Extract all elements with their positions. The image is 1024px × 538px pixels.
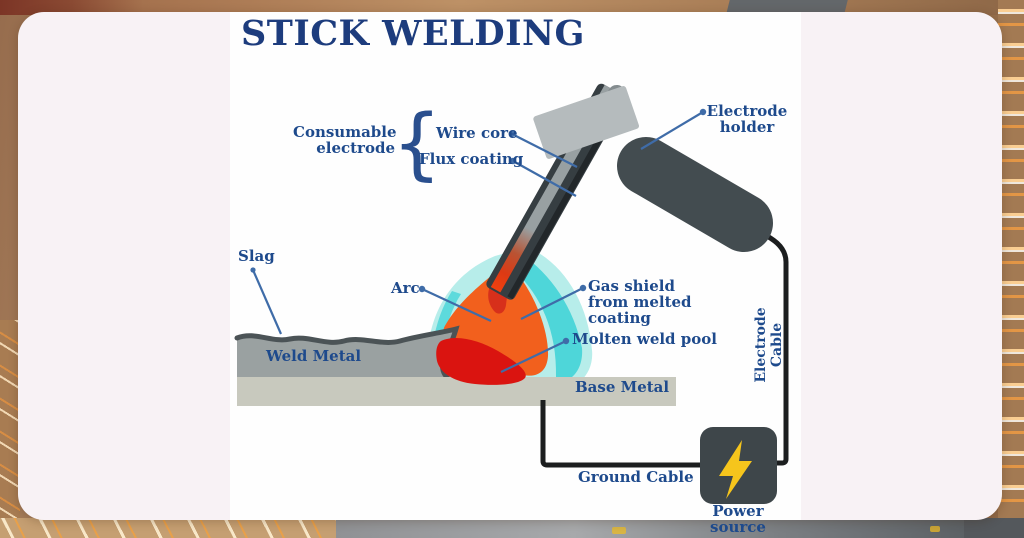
sparks-right — [998, 0, 1024, 538]
background-bottom-right — [964, 518, 1024, 538]
diagram-title: STICK WELDING — [241, 13, 585, 54]
label-slag: Slag — [238, 247, 275, 265]
label-gas-shield: Gas shield from melted coating — [588, 277, 692, 327]
label-flux-coating: Flux coating — [419, 150, 524, 168]
sparks-left — [0, 320, 20, 520]
label-power-source: Power source — [710, 502, 766, 536]
label-molten-weld-pool: Molten weld pool — [572, 330, 717, 348]
brace-glyph: { — [392, 99, 442, 189]
background-detail — [612, 527, 626, 534]
label-wire-core: Wire core — [436, 124, 518, 142]
sparks-bottom — [0, 518, 336, 538]
background-metal-strip — [336, 518, 964, 538]
label-electrode-holder: Electrode holder — [706, 102, 788, 136]
lightning-bolt-icon — [719, 440, 752, 499]
molten-pool — [436, 337, 526, 385]
gas-shield-deep-right — [515, 254, 583, 377]
background-detail — [930, 526, 940, 532]
holder-clamp-jaw — [533, 86, 640, 159]
base-metal-bar — [237, 377, 676, 406]
electrode-holder-body — [617, 137, 773, 252]
leader-dots — [250, 108, 707, 345]
ground-cable-line — [540, 400, 703, 468]
label-ground-cable: Ground Cable — [578, 468, 694, 486]
label-electrode-cable: Electrode Cable — [753, 307, 785, 383]
label-weld-metal: Weld Metal — [266, 347, 362, 365]
electrode-cable-line — [754, 227, 789, 466]
label-consumable-electrode: Consumable electrode — [293, 123, 397, 157]
label-arc: Arc — [391, 279, 420, 297]
label-base-metal: Base Metal — [575, 378, 670, 396]
leader-lines — [251, 111, 704, 373]
